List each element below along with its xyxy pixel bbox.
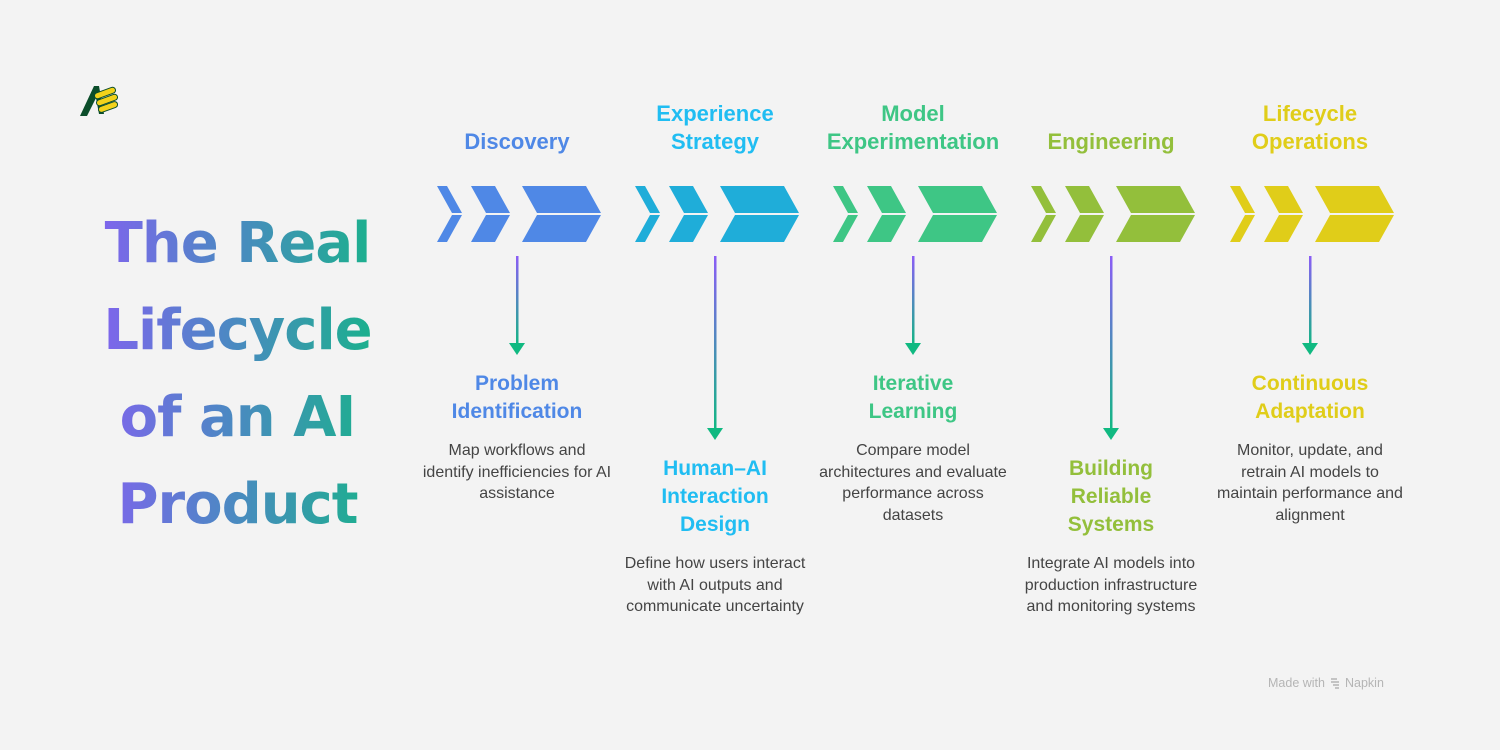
title-line: The Real [104,211,371,276]
step-description: Define how users interact with AI output… [624,555,806,615]
chevron-shape [833,186,858,242]
title-line: of an AI [119,385,356,450]
arrow-down-icon [905,256,921,355]
title-line: Lifecycle [103,298,372,363]
step-description: Monitor, update, and retrain AI models t… [1217,442,1403,524]
chevron-arrows-icon [833,186,997,242]
chevron-shape [669,186,708,242]
phase-label-line: Experimentation [826,129,1000,154]
phase-label: Discovery [407,128,627,156]
arrow-down-icon [509,256,525,355]
page-title: The Real Lifecycle of an AI Product [70,200,405,548]
step-title-line: Reliable [1070,485,1152,508]
chevron-shape [635,186,660,242]
footer-attribution: Made with Napkin [1268,676,1384,690]
chevron-shape [1116,186,1195,242]
phase-label-line: Model [881,101,945,126]
phase-label-line: Discovery [464,129,570,154]
chevron-shape [867,186,906,242]
arrow-down-icon [1302,256,1318,355]
napkin-icon [1330,678,1339,689]
phase-label-line: Experience [656,101,774,126]
chevron-shape [1031,186,1056,242]
phase-label: Engineering [1001,128,1221,156]
step-title-line: Adaptation [1255,400,1365,423]
phase-label-line: Operations [1251,129,1369,154]
step-title-line: Building [1069,457,1153,480]
phase-label-line: Strategy [670,129,760,154]
phase-label-line: Lifecycle [1262,101,1358,126]
brand-logo-icon [80,86,119,116]
step-title-line: Systems [1067,513,1155,536]
step-description: Map workflows and identify inefficiencie… [422,442,612,502]
chevron-arrows-icon [1230,186,1394,242]
chevron-shape [1065,186,1104,242]
footer-text: Made with [1268,676,1325,690]
chevron-shape [1230,186,1255,242]
step-title-line: Identification [451,400,583,423]
chevron-arrows-icon [635,186,799,242]
chevron-shape [720,186,799,242]
chevron-shape [1315,186,1394,242]
title-line: Product [117,472,358,537]
arrow-down-icon [1103,256,1119,440]
arrow-down-icon [707,256,723,440]
chevron-shape [522,186,601,242]
step-title-line: Learning [868,400,958,423]
chevron-arrows-icon [1031,186,1195,242]
step-title-line: Interaction [661,485,769,508]
step-title-line: Iterative [872,372,954,395]
step-title-line: Human–AI [663,457,767,480]
chevron-arrows-icon [437,186,601,242]
chevron-shape [437,186,462,242]
step-title-line: Continuous [1251,372,1369,395]
chevron-shape [471,186,510,242]
chevron-shape [1264,186,1303,242]
step-description: Compare model architectures and evaluate… [819,442,1007,524]
step-title-line: Design [679,513,750,536]
step-title-line: Problem [474,372,560,395]
footer-brand: Napkin [1344,676,1384,690]
step-description: Integrate AI models into production infr… [1024,555,1198,615]
chevron-shape [918,186,997,242]
phase-label-line: Engineering [1047,129,1175,154]
